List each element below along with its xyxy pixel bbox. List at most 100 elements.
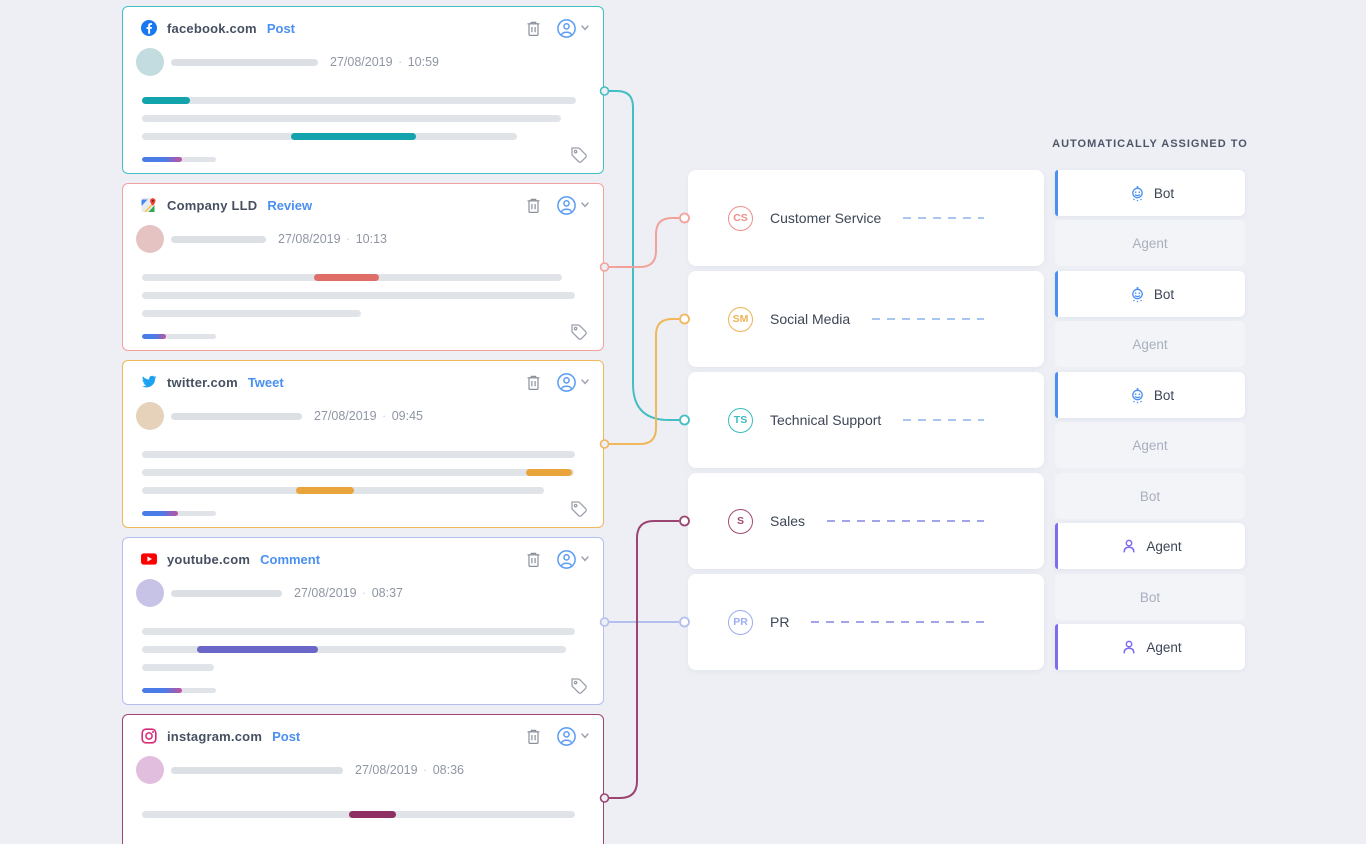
category-badge: PR <box>728 609 753 635</box>
avatar <box>136 402 164 430</box>
post-card-twitter: twitter.com Tweet 27/08/2019 · 09:45 <box>122 360 604 528</box>
assignment-option-bot[interactable]: Bot <box>1055 372 1245 418</box>
assignment-option-agent[interactable]: Agent <box>1055 220 1245 266</box>
assignee-person-icon <box>557 195 576 215</box>
routing-fork <box>990 271 1040 367</box>
fork-branch-agent <box>994 220 1028 259</box>
assignee-dropdown[interactable] <box>556 372 589 393</box>
category-card-sales[interactable]: S Sales <box>688 473 1044 569</box>
chevron-down-icon <box>581 202 589 208</box>
tag-icon[interactable] <box>570 323 589 342</box>
delete-post-button[interactable] <box>526 728 541 745</box>
assignment-label: Bot <box>1153 185 1175 201</box>
assignment-pair-customer-service: Bot Agent <box>1055 170 1245 266</box>
assignment-pair-social-media: Bot Agent <box>1055 271 1245 367</box>
routing-dash-line <box>872 318 984 320</box>
assignment-option-agent[interactable]: Agent <box>1055 321 1245 367</box>
fork-branch-bot <box>994 177 1028 216</box>
author-name-placeholder <box>171 235 266 243</box>
delete-post-button[interactable] <box>526 197 541 214</box>
delete-post-button[interactable] <box>526 551 541 568</box>
post-type-link[interactable]: Post <box>272 728 301 744</box>
connector-instagram-to-sales <box>599 515 690 803</box>
post-type-link[interactable]: Review <box>267 197 313 213</box>
routing-fork <box>990 372 1040 468</box>
category-card-technical-support[interactable]: TS Technical Support <box>688 372 1044 468</box>
delete-post-button[interactable] <box>526 20 541 37</box>
fork-branch-agent <box>994 523 1028 562</box>
routing-dash-line <box>903 419 984 421</box>
assignment-label: Bot <box>1139 488 1161 504</box>
agent-icon <box>1121 538 1138 555</box>
fork-branch-bot <box>994 278 1028 317</box>
post-text-placeholder <box>142 274 575 328</box>
fork-branch-bot <box>994 480 1028 519</box>
assignee-dropdown[interactable] <box>556 18 589 39</box>
category-badge: SM <box>728 306 753 332</box>
assignment-pair-pr: Bot Agent <box>1055 574 1245 670</box>
author-name-placeholder <box>171 58 318 66</box>
category-label: Technical Support <box>770 412 882 428</box>
chevron-down-icon <box>581 25 589 31</box>
post-type-link[interactable]: Comment <box>260 551 321 567</box>
category-label: Social Media <box>770 311 851 327</box>
assignment-label: Agent <box>1132 336 1168 352</box>
post-source: facebook.com <box>167 20 257 36</box>
assignment-label: Agent <box>1146 538 1182 554</box>
assignment-option-bot[interactable]: Bot <box>1055 473 1245 519</box>
chevron-down-icon <box>581 733 589 739</box>
assignment-label: Bot <box>1153 286 1175 302</box>
post-text-placeholder <box>142 97 576 151</box>
category-card-customer-service[interactable]: CS Customer Service <box>688 170 1044 266</box>
tag-icon[interactable] <box>570 146 589 165</box>
assignment-option-bot[interactable]: Bot <box>1055 170 1245 216</box>
avatar <box>136 579 164 607</box>
assignment-option-bot[interactable]: Bot <box>1055 271 1245 317</box>
category-card-social-media[interactable]: SM Social Media <box>688 271 1044 367</box>
delete-post-button[interactable] <box>526 374 541 391</box>
category-label: Sales <box>770 513 806 529</box>
facebook-icon <box>141 20 157 36</box>
assigned-to-title: AUTOMATICALLY ASSIGNED TO <box>1052 138 1248 150</box>
post-datetime: 27/08/2019 · 08:37 <box>294 586 403 600</box>
reactions-placeholder <box>142 688 216 693</box>
post-header: instagram.com Post <box>141 724 589 748</box>
assignee-dropdown[interactable] <box>556 726 589 747</box>
post-author-row: 27/08/2019 · 09:45 <box>136 402 423 430</box>
assignment-option-agent[interactable]: Agent <box>1055 523 1245 569</box>
assignee-person-icon <box>557 372 576 392</box>
connector-youtube-to-pr <box>599 616 690 628</box>
category-card-pr[interactable]: PR PR <box>688 574 1044 670</box>
post-type-link[interactable]: Post <box>266 20 295 36</box>
assignment-option-agent[interactable]: Agent <box>1055 624 1245 670</box>
post-author-row: 27/08/2019 · 10:13 <box>136 225 387 253</box>
post-author-row: 27/08/2019 · 10:59 <box>136 48 439 76</box>
assignment-option-agent[interactable]: Agent <box>1055 422 1245 468</box>
connector-company-to-customer-service <box>599 212 690 272</box>
chevron-down-icon <box>581 379 589 385</box>
post-datetime: 27/08/2019 · 08:36 <box>355 763 464 777</box>
author-name-placeholder <box>171 412 302 420</box>
assignee-dropdown[interactable] <box>556 195 589 216</box>
category-label: Customer Service <box>770 210 882 226</box>
tag-icon[interactable] <box>570 500 589 519</box>
post-type-link[interactable]: Tweet <box>247 374 284 390</box>
assignment-label: Agent <box>1132 235 1168 251</box>
assignment-option-bot[interactable]: Bot <box>1055 574 1245 620</box>
routing-dash-line <box>827 520 984 522</box>
connector-twitter-to-social-media <box>599 313 690 449</box>
google-maps-icon <box>141 197 157 213</box>
post-header: Company LLD Review <box>141 193 589 217</box>
post-author-row: 27/08/2019 · 08:37 <box>136 579 403 607</box>
routing-fork <box>990 574 1040 670</box>
assignee-person-icon <box>557 726 576 746</box>
tag-icon[interactable] <box>570 677 589 696</box>
bot-icon <box>1129 286 1146 303</box>
fork-branch-bot <box>994 581 1028 620</box>
assignee-dropdown[interactable] <box>556 549 589 570</box>
bot-icon <box>1129 387 1146 404</box>
avatar <box>136 756 164 784</box>
agent-icon <box>1121 639 1138 656</box>
post-card-instagram: instagram.com Post 27/08/2019 · 08:36 <box>122 714 604 844</box>
